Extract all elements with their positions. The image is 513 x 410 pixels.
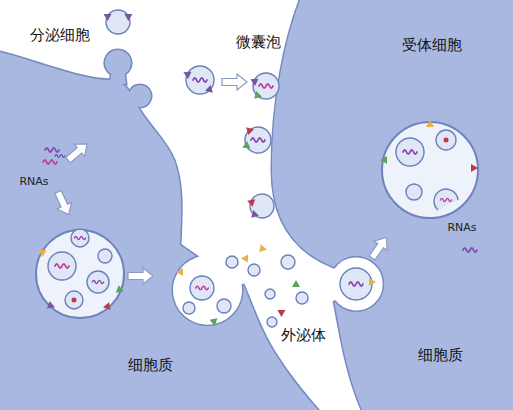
- cell-body: [110, 68, 126, 84]
- rna-label: RNAs: [19, 175, 48, 188]
- microvesicle: [241, 141, 251, 151]
- recipient-cell-outline: [265, 0, 513, 410]
- multivesicular-body: [74, 236, 85, 239]
- exosome: [292, 280, 300, 287]
- endosome: [436, 130, 456, 150]
- region-label: 细胞质: [418, 346, 463, 364]
- multivesicular-body: [72, 298, 77, 303]
- microvesicle: [249, 73, 279, 102]
- microvesicle: [246, 194, 274, 221]
- fused-multivesicular-body: [217, 299, 231, 313]
- cell-membrane: [272, 0, 513, 410]
- exosome: [226, 256, 238, 268]
- endosome: [403, 150, 417, 154]
- cell-body: [272, 0, 513, 410]
- fused-multivesicular-body: [190, 276, 214, 300]
- cell-body: [0, 52, 318, 410]
- cell-title: 分泌细胞: [30, 26, 90, 44]
- microvesicle: [124, 11, 134, 21]
- rna-label: RNAs: [447, 221, 476, 234]
- cell-membrane: [110, 68, 126, 84]
- cell-body: [129, 85, 151, 107]
- microvesicle-label: 微囊泡: [236, 33, 281, 51]
- multivesicular-body: [87, 271, 109, 293]
- microvesicle: [249, 76, 259, 86]
- fused-multivesicular-body: [183, 302, 195, 314]
- microvesicle: [106, 10, 130, 34]
- microvesicle: [246, 197, 255, 207]
- multivesicular-body: [55, 264, 69, 268]
- microvesicle: [102, 11, 112, 21]
- multivesicular-body: [65, 291, 83, 309]
- microvesicle: [251, 138, 265, 142]
- endosome: [440, 198, 451, 201]
- microvesicle: [222, 74, 247, 90]
- exosome-label: 外泌体: [281, 326, 326, 344]
- recipient-cell: 受体细胞 RNAs 细胞质: [265, 0, 513, 410]
- uptake-vesicle: [369, 278, 376, 286]
- multivesicular-body: [98, 249, 112, 263]
- microvesicle: [251, 91, 262, 102]
- multivesicular-body: [36, 230, 124, 318]
- cell-membrane: [129, 85, 151, 107]
- endosome: [382, 122, 478, 218]
- microvesicle: [102, 10, 135, 34]
- exosome: [277, 307, 287, 317]
- exosome: [257, 243, 267, 252]
- exosome: [241, 253, 251, 263]
- exosome: [248, 264, 260, 276]
- multivesicular-body: [92, 280, 103, 283]
- uptake-vesicle: [340, 268, 376, 300]
- multivesicular-body: [48, 252, 76, 280]
- cell-title: 受体细胞: [402, 36, 462, 54]
- uptake-vesicle: [340, 268, 372, 300]
- fused-multivesicular-body: [196, 286, 209, 290]
- exosome: [281, 255, 295, 269]
- secreting-cell: 分泌细胞 RNAs 细胞质: [0, 0, 330, 410]
- cell-membrane: [0, 52, 318, 410]
- exosome: [265, 289, 275, 299]
- multivesicular-body: [71, 229, 89, 247]
- endosome: [471, 164, 478, 172]
- secreting-cell-outline: [0, 0, 330, 410]
- microvesicle: [205, 85, 216, 96]
- exosome: [267, 317, 277, 327]
- microvesicle: [182, 66, 216, 96]
- region-label: 细胞质: [128, 356, 173, 374]
- microvesicle: [193, 78, 207, 82]
- microvesicle: [241, 124, 271, 153]
- microvesicle: [259, 84, 273, 88]
- microvesicle: [182, 69, 192, 79]
- microvesicle: [243, 124, 254, 135]
- multivesicular-body: [36, 229, 125, 318]
- exosome: [296, 292, 308, 304]
- endosome: [406, 184, 422, 200]
- endosome: [444, 138, 449, 143]
- uptake-vesicle: [349, 282, 363, 286]
- microvesicle: [248, 210, 259, 221]
- endosome: [396, 138, 424, 166]
- endosome: [434, 189, 458, 210]
